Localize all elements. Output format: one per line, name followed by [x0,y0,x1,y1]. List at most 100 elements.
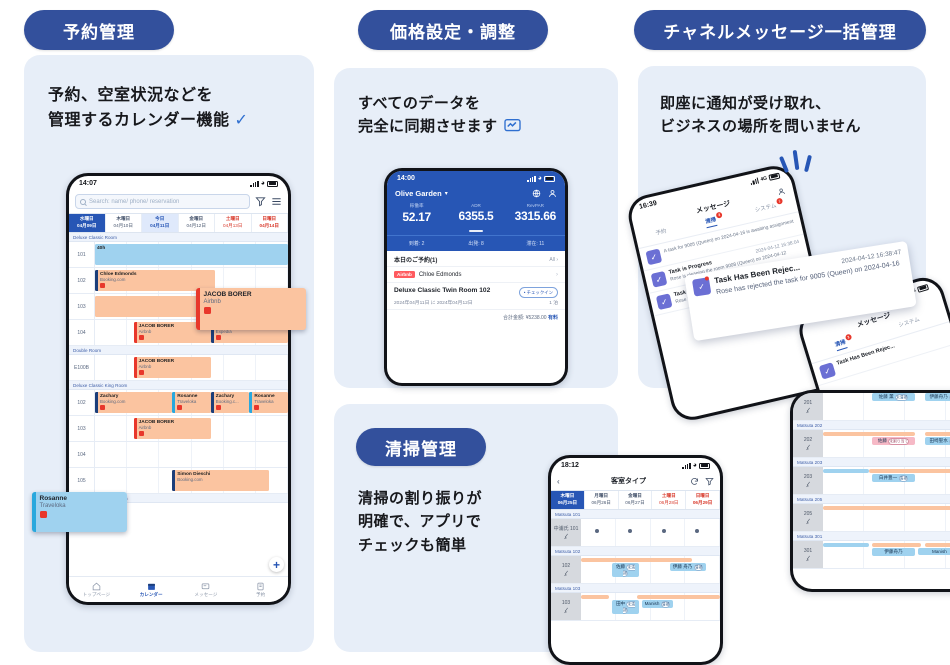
table-row[interactable]: 102 佐藤 未清掃 伊藤 舟乃 清掃 [551,556,720,585]
date-cell[interactable]: 土曜日 04月13日 [215,214,252,233]
table-row[interactable]: E100B JACOB BORER Airbnb [69,355,288,382]
room-number: 103 [69,294,95,320]
guest-row[interactable]: Airbnb Chloe Edmonds › [387,267,565,283]
card-reservation-lead: 予約、空室状況などを 管理するカレンダー機能 ✓ [48,84,303,134]
booking-block[interactable]: JACOB BORER Airbnb [133,357,211,379]
search-input[interactable]: Search: name/ phone/ reservation [75,194,250,209]
property-selector[interactable]: Olive Garden ▾ [395,189,448,198]
task-status-chip: 清掃 [898,474,909,482]
broom-icon [818,362,837,380]
booking-block[interactable]: 40h [95,244,288,266]
table-row[interactable]: 203 白井豊一 清掃 [793,467,950,495]
tab-reservation[interactable]: 予約 [233,577,288,602]
submetric-value: 8 [481,241,484,247]
task-block[interactable]: 佐藤 未割り当て [872,437,915,445]
account-icon[interactable] [548,189,557,198]
phone4-statusbar: 18:12 ◕ [551,458,720,473]
tab-cleaning[interactable]: 清掃 3 [833,333,853,352]
task-block[interactable]: 田中 未清掃 [611,600,640,615]
task-block[interactable]: Manish 清掃 [642,600,673,609]
cleaning-track: 伊藤舟乃 Manish [823,541,950,568]
booking-block[interactable]: JACOB BORER Airbnb [133,322,211,344]
date-date: 06月25日 [557,499,578,505]
table-row[interactable]: 103 JACOB BORER Airbnb [69,416,288,443]
stay-bar [823,543,869,547]
table-row[interactable]: 202 佐藤 未割り当て 田崎聖水 未清掃 [793,430,950,458]
booking-block[interactable]: JACOB BORER Airbnb [133,418,211,440]
booking-popup-jacob[interactable]: JACOB BORER Airbnb [196,288,306,330]
table-row[interactable]: 205 [793,504,950,532]
booking-status-chip [100,404,105,410]
date-cell[interactable]: 今日 04月11日 [142,214,179,233]
room-number: 105 [69,468,95,494]
account-icon[interactable] [777,187,787,197]
room-number: 201 [803,399,813,406]
add-booking-button[interactable]: + [269,557,284,572]
date-cell[interactable]: 木曜日 04月10日 [106,214,142,233]
popup-channel: Airbnb [203,299,221,305]
task-block[interactable]: 伊藤 舟乃 清掃 [669,563,707,572]
back-button[interactable]: ‹ [557,476,560,486]
table-row[interactable]: 中浦氏 101 [551,519,720,548]
table-row[interactable]: 102 Chloe Edmonds Booking.com [69,268,288,295]
booking-block[interactable]: Zachary Booking.com [95,392,173,414]
date-cell[interactable]: 金曜日 04月12日 [179,214,215,233]
date-cell[interactable]: 土曜日 06月28日 [652,491,687,510]
date-cell[interactable]: 日曜日 04月14日 [252,214,288,233]
booking-block[interactable]: Rosanne Traveloka [249,392,288,414]
booking-block[interactable]: Zachary Booking.c... [210,392,250,414]
date-cell[interactable]: 木曜日 06月25日 [551,491,585,510]
phone5-screen: 201 佐藤 薫 未清掃 伊藤舟乃 未清掃 Matsuta 202 [793,393,950,589]
pill-pricing-label: 価格設定・調整 [390,22,516,42]
booking-popup-rosanne[interactable]: Rosanne Traveloka [32,492,127,532]
task-block[interactable]: 伊藤舟乃 未清掃 [924,393,950,401]
broom-icon [650,270,668,288]
booking-block[interactable]: Simon Dieschi Booking.com [172,470,269,492]
menu-icon[interactable] [271,196,282,207]
tab-reservation[interactable]: 予約 [655,227,668,240]
tab-label: システム [897,316,921,329]
wifi-icon: ◕ [692,462,697,469]
task-block[interactable]: 田崎聖水 未清掃 [924,437,950,445]
table-row[interactable]: 301 伊藤舟乃 Manish [793,541,950,569]
battery-icon [916,283,930,293]
booking-block[interactable]: Rosanne Traveloka [172,392,211,414]
phone3-screen: 16:39 4G メッセージ 予約 清掃 3 [627,165,839,421]
table-row[interactable]: 201 佐藤 薫 未清掃 伊藤舟乃 未清掃 [793,393,950,421]
tab-calendar[interactable]: カレンダー [124,577,179,602]
task-block[interactable]: 佐藤 薫 未清掃 [872,393,915,401]
property-name: Olive Garden [395,189,442,198]
globe-icon[interactable] [532,189,541,198]
task-assignee: 佐藤 [615,564,626,570]
tab-top-page[interactable]: トップページ [69,577,124,602]
filter-icon[interactable] [705,477,714,486]
table-row[interactable]: 103 田中 未清掃 Manish 清掃 [551,593,720,622]
table-row[interactable]: 101 40h [69,242,288,269]
tab-message[interactable]: メッセージ [179,577,234,602]
submetric-staying: 滞在: 11 [526,241,545,247]
filter-icon[interactable] [255,196,266,207]
tab-cleaning[interactable]: 清掃 3 [704,211,723,229]
task-block[interactable]: Manish [918,548,950,555]
date-cell[interactable]: 水曜日 04月09日 [69,214,106,233]
date-dow: 木曜日 [560,493,575,498]
date-cell[interactable]: 日曜日 06月29日 [686,491,720,510]
booking-block[interactable]: Chloe Edmonds Booking.com [95,270,215,292]
section-all-link[interactable]: All › [549,256,558,263]
date-cell[interactable]: 金曜日 06月27日 [619,491,653,510]
task-block[interactable]: 佐藤 未清掃 [611,563,640,578]
checkin-button[interactable]: • チェックイン [518,287,558,298]
room-group-header: Matsuta 102 [551,547,720,557]
booking-source: Airbnb [138,424,152,430]
table-row[interactable]: 105 Simon Dieschi Booking.com [69,468,288,495]
task-block[interactable]: 伊藤舟乃 [872,548,915,556]
table-row[interactable]: 102 Zachary Booking.com R [69,390,288,417]
task-assignee: 伊藤舟乃 [884,549,903,554]
task-block[interactable]: 白井豊一 清掃 [872,474,915,482]
refresh-icon[interactable] [690,477,699,486]
date-cell[interactable]: 月曜日 06月26日 [585,491,619,510]
drag-handle[interactable] [469,230,483,232]
booking-status-chip [215,404,221,410]
date-date: 04月12日 [186,222,206,228]
table-row[interactable]: 104 [69,442,288,469]
